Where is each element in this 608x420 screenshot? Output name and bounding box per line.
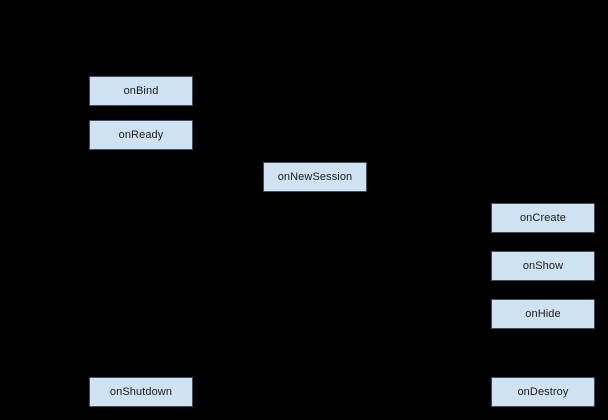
node-onShutdown: onShutdown [89,377,193,407]
node-label-onDestroy: onDestroy [517,385,569,398]
node-label-onHide: onHide [525,307,561,320]
node-onReady: onReady [89,120,193,150]
node-label-onCreate: onCreate [519,211,567,224]
node-label-onBind: onBind [123,84,159,97]
node-onShow: onShow [491,251,595,281]
node-onNewSession: onNewSession [263,162,367,192]
node-label-onShutdown: onShutdown [109,385,173,398]
node-onCreate: onCreate [491,203,595,233]
node-onHide: onHide [491,299,595,329]
node-onBind: onBind [89,76,193,106]
node-label-onShow: onShow [522,259,564,272]
node-onDestroy: onDestroy [491,377,595,407]
node-label-onNewSession: onNewSession [277,170,353,183]
node-label-onReady: onReady [118,128,164,141]
